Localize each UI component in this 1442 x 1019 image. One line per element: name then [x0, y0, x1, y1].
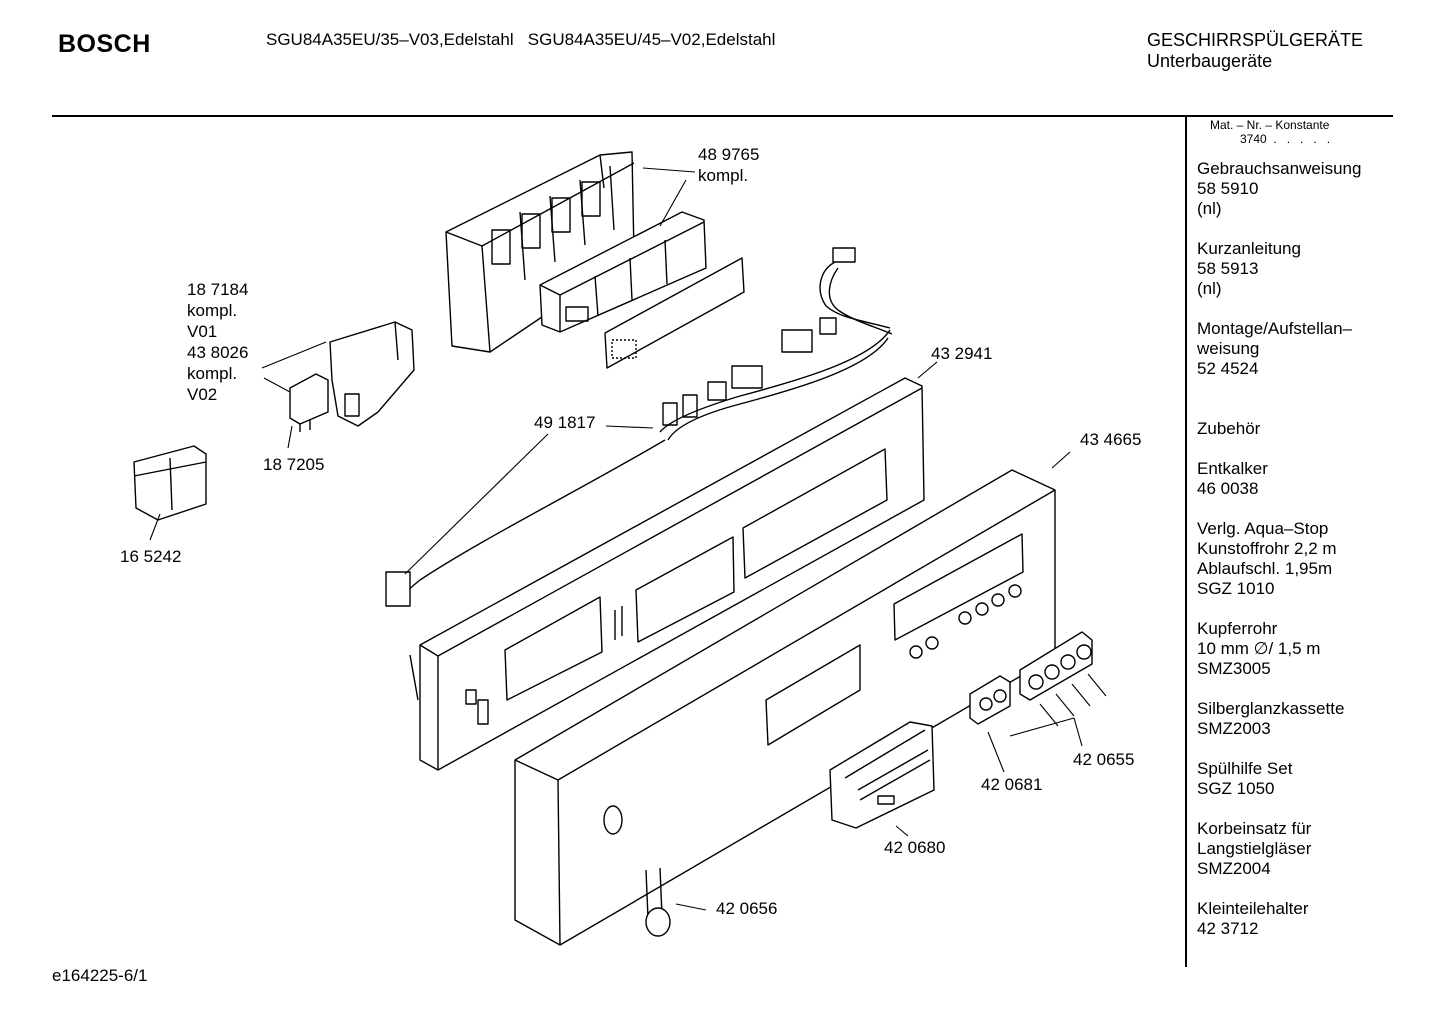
- callout-434665: 43 4665: [1080, 430, 1142, 449]
- constant-value: 3740 . . . . .: [1240, 132, 1331, 146]
- sidebar-entry: Korbeinsatz für Langstielgläser SMZ2004: [1197, 819, 1312, 878]
- category-line-2: Unterbaugeräte: [1147, 51, 1273, 71]
- buttons-right-part: [1019, 631, 1093, 701]
- callout-489765: 48 9765 kompl.: [698, 145, 760, 185]
- header-divider: [52, 115, 1393, 117]
- door-handle-part: [829, 721, 935, 829]
- sidebar-entry: Kurzanleitung 58 5913 (nl): [1197, 239, 1301, 298]
- callout-187184: 18 7184 kompl. V01 43 8026 kompl. V02: [187, 280, 249, 404]
- sidebar-entry: Zubehör: [1197, 419, 1261, 438]
- callout-420656: 42 0656: [716, 899, 778, 918]
- sidebar-entry: Verlg. Aqua–Stop Kunstoffrohr 2,2 m Abla…: [1197, 519, 1337, 598]
- relay-part: [133, 445, 207, 521]
- sidebar-entry: Spülhilfe Set SGZ 1050: [1197, 759, 1293, 798]
- display-window-part: [604, 257, 745, 369]
- callout-420681: 42 0681: [981, 775, 1043, 794]
- sidebar-entry: Silberglanzkassette SMZ2003: [1197, 699, 1345, 738]
- category-line-1: GESCHIRRSPÜLGERÄTE: [1147, 30, 1364, 50]
- sidebar-divider: [1185, 117, 1187, 967]
- sidebar-entry: Kleinteilehalter 42 3712: [1197, 899, 1309, 938]
- switch-part: [329, 321, 415, 427]
- sidebar: Mat. – Nr. – Konstante 3740 . . . . . Ge…: [1197, 118, 1437, 939]
- category-title: GESCHIRRSPÜLGERÄTE Unterbaugeräte: [1147, 30, 1363, 72]
- callout-187205: 18 7205: [263, 455, 325, 474]
- control-module-part: [445, 151, 707, 353]
- callout-491817: 49 1817: [534, 413, 596, 432]
- pushrod-part: [645, 867, 671, 937]
- mat-nr-label: Mat. – Nr. – Konstante: [1210, 118, 1330, 132]
- callout-420680: 42 0680: [884, 838, 946, 857]
- microswitch-part: [289, 373, 329, 432]
- buttons-left-part: [969, 675, 1011, 725]
- drawing-id: e164225-6/1: [52, 966, 148, 985]
- sidebar-entry: Gebrauchsanweisung 58 5910 (nl): [1197, 159, 1362, 218]
- sidebar-entry: Kupferrohr 10 mm ∅/ 1,5 m SMZ3005: [1197, 619, 1321, 678]
- callout-432941: 43 2941: [931, 344, 993, 363]
- brand-logo: BOSCH: [58, 30, 151, 58]
- exploded-parts-drawing: [133, 151, 1107, 946]
- sidebar-entry: Entkalker 46 0038: [1197, 459, 1268, 498]
- callout-165242: 16 5242: [120, 547, 182, 566]
- wire-harness-part: [385, 247, 893, 607]
- callout-420655: 42 0655: [1073, 750, 1135, 769]
- leader-lines: [149, 167, 1107, 911]
- sidebar-entry: Montage/Aufstellan– weisung 52 4524: [1197, 319, 1352, 378]
- model-list: SGU84A35EU/35–V03,Edelstahl SGU84A35EU/4…: [266, 30, 776, 49]
- panel-frame-part: [409, 377, 925, 771]
